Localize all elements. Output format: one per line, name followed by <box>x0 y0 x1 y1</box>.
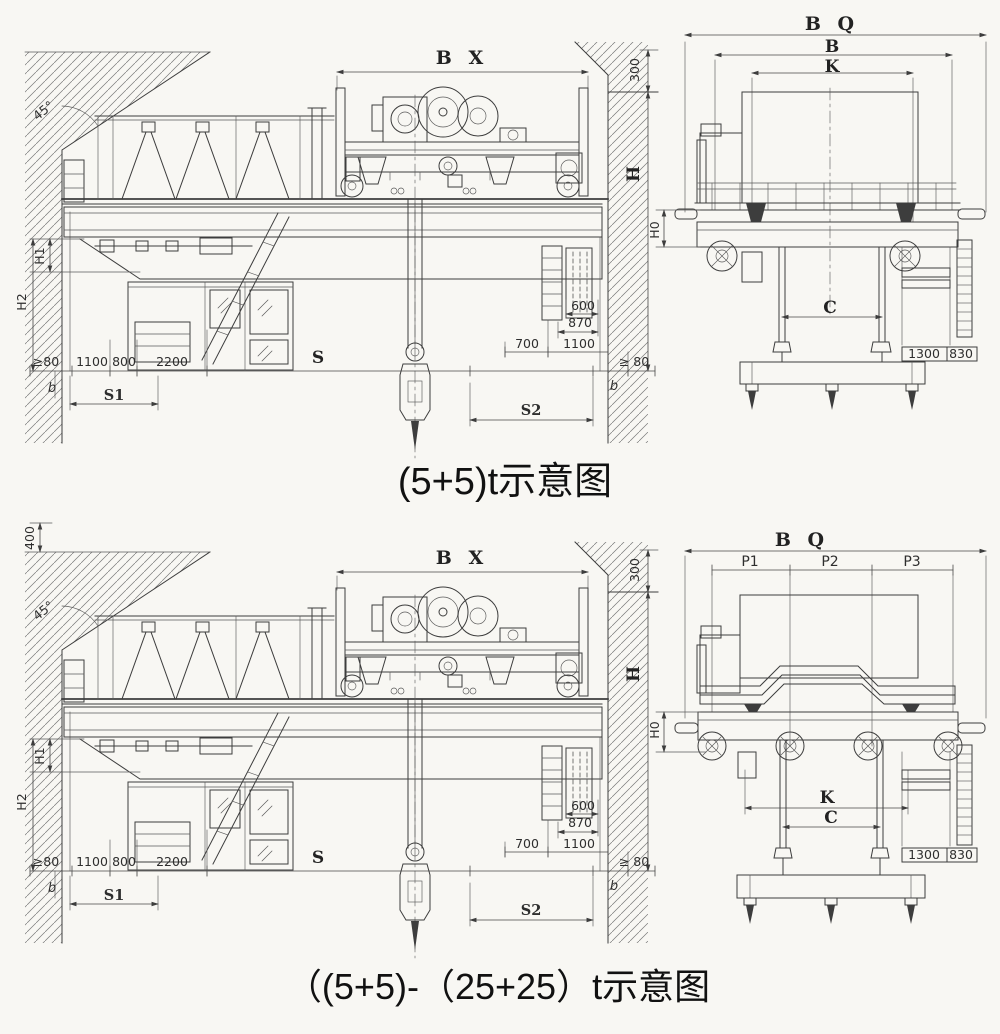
hook-centers-dim-label: C <box>824 808 838 828</box>
span-dim-label: S <box>312 348 324 368</box>
gauge-overall-dim-label: B Q <box>775 529 829 551</box>
right-clearance-dim-label: ≥ 80 <box>619 854 649 869</box>
rail-width-left-label: b <box>48 881 56 896</box>
dim-2200-label: 2200 <box>156 854 188 869</box>
dim-1300-label: 1300 <box>908 847 940 862</box>
h2-dim-label: H2 <box>14 293 29 310</box>
gauge-overall-dim-label: B Q <box>805 13 859 35</box>
caption-top: (5+5)t示意图 <box>398 461 612 503</box>
rail-width-right-label: b <box>610 379 618 394</box>
dim-870-label: 870 <box>568 315 592 330</box>
dim-800-label: 800 <box>112 354 136 369</box>
h1-dim-label: H1 <box>32 247 47 264</box>
h1-dim-label: H1 <box>32 747 47 764</box>
trolley-base-dim-label: B X <box>436 47 488 69</box>
roof-clearance-dim-label: 300 <box>627 58 642 82</box>
s1-dim-label: S1 <box>104 387 125 404</box>
roof-clearance-dim-label: 300 <box>627 558 642 582</box>
gauge-dim-label: K <box>820 788 836 808</box>
dim-600-label: 600 <box>571 798 595 813</box>
s2-dim-label: S2 <box>521 402 542 419</box>
left-clearance-dim-label: ≥80 <box>33 854 59 869</box>
p1-dim-label: P1 <box>741 554 758 570</box>
front-view-bottom-labels: 400 45° B X 300 H H1 H2 ≥80 1100 800 220… <box>14 522 649 919</box>
caption-bottom: （(5+5)-（25+25）t示意图 <box>286 966 710 1007</box>
side-view-bottom: B Q P1 P2 P3 H0 K C 1300 830 <box>647 529 987 924</box>
p3-dim-label: P3 <box>903 554 920 570</box>
h2-dim-label: H2 <box>14 793 29 810</box>
gauge-dim-label: K <box>825 57 841 77</box>
h0-dim-label: H0 <box>647 221 662 238</box>
side-view-top: B Q B K H0 C 1300 830 <box>647 13 987 410</box>
dim-700-label: 700 <box>515 336 539 351</box>
dim-1100-right-label: 1100 <box>563 836 595 851</box>
span-dim-label: S <box>312 848 324 868</box>
dim-1100-left-label: 1100 <box>76 854 108 869</box>
dim-700-label: 700 <box>515 836 539 851</box>
dim-800-label: 800 <box>112 854 136 869</box>
front-view-top-labels: 45° B X 300 H H1 H2 ≥80 1100 800 2200 S … <box>14 47 649 419</box>
crane-height-dim-label: H <box>624 666 644 682</box>
dim-1300-label: 1300 <box>908 346 940 361</box>
dim-830-label: 830 <box>949 346 973 361</box>
roof-offset-dim-label: 400 <box>22 526 37 550</box>
dim-1100-right-label: 1100 <box>563 336 595 351</box>
left-clearance-dim-label: ≥80 <box>33 354 59 369</box>
rail-width-left-label: b <box>48 381 56 396</box>
s2-dim-label: S2 <box>521 902 542 919</box>
rail-width-right-label: b <box>610 879 618 894</box>
dim-1100-left-label: 1100 <box>76 354 108 369</box>
crane-height-dim-label: H <box>624 166 644 182</box>
trolley-base-dim-label: B X <box>436 547 488 569</box>
base-dim-label: B <box>825 37 839 57</box>
right-clearance-dim-label: ≥ 80 <box>619 354 649 369</box>
dim-870-label: 870 <box>568 815 592 830</box>
s1-dim-label: S1 <box>104 887 125 904</box>
dim-830-label: 830 <box>949 847 973 862</box>
hook-centers-dim-label: C <box>823 298 837 318</box>
dim-600-label: 600 <box>571 298 595 313</box>
p2-dim-label: P2 <box>821 554 838 570</box>
dim-2200-label: 2200 <box>156 354 188 369</box>
h0-dim-label: H0 <box>647 721 662 738</box>
